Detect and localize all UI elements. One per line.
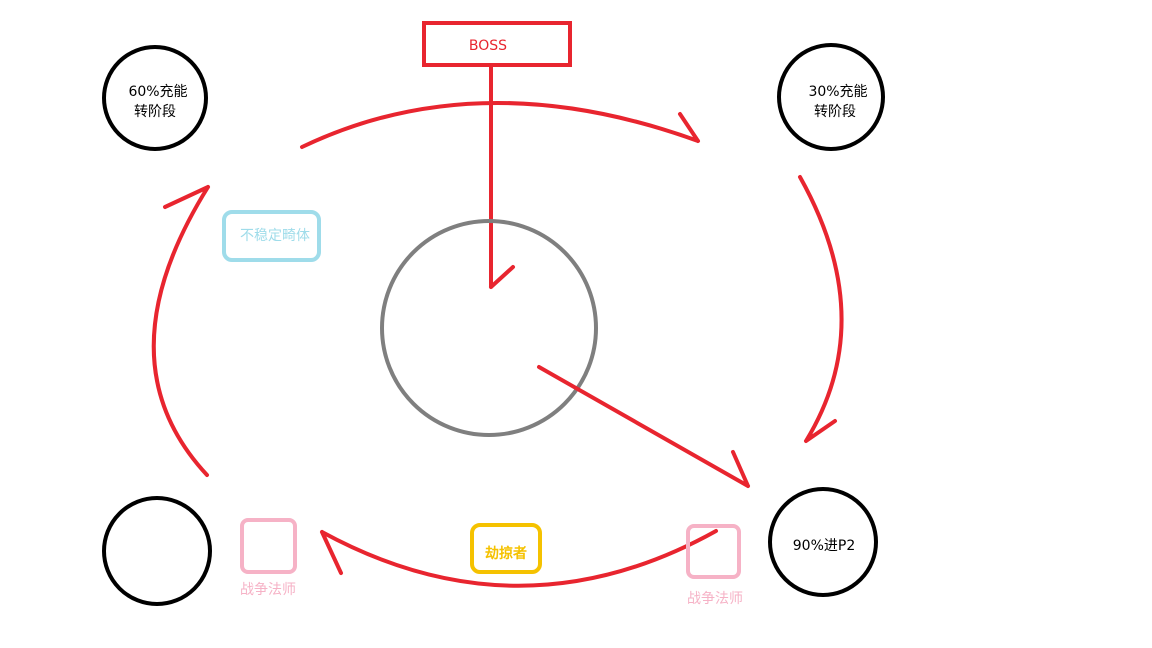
plunderer-label: 劫掠者 [485, 546, 527, 562]
unstable-box [222, 210, 321, 262]
circle-bottom-right-label: 90%进P2 [792, 538, 856, 554]
circle-top-right-label: 30%充能 转阶段 [808, 82, 867, 122]
boss-box [422, 21, 572, 67]
arrow-bottom-arc [320, 529, 718, 588]
warmage-right-box [686, 524, 741, 579]
circle-bottom-left [102, 496, 212, 606]
boss-label: BOSS [468, 38, 508, 54]
warmage-right-label: 战争法师 [687, 591, 743, 607]
circle-top-right-line2: 转阶段 [814, 104, 856, 120]
warmage-left-box [240, 518, 297, 574]
arrow-left-arc [151, 185, 210, 477]
circle-top-left-label: 60%充能 转阶段 [128, 82, 187, 122]
circle-top-left-line2: 转阶段 [134, 104, 176, 120]
center-circle [380, 219, 598, 437]
warmage-left-label: 战争法师 [240, 582, 296, 598]
circle-top-right [777, 43, 885, 151]
circle-top-left-line1: 60%充能 [128, 84, 188, 100]
arrow-right-arc [798, 175, 844, 443]
arrow-boss-to-center [489, 65, 515, 289]
circle-top-left [102, 45, 208, 151]
plunderer-box [470, 523, 542, 574]
circle-bottom-right [768, 487, 878, 597]
arrow-top-arc [300, 100, 700, 149]
arrow-center-to-bottom-right [537, 365, 750, 488]
circle-top-right-line1: 30%充能 [808, 84, 868, 100]
unstable-label: 不稳定畸体 [240, 228, 310, 244]
